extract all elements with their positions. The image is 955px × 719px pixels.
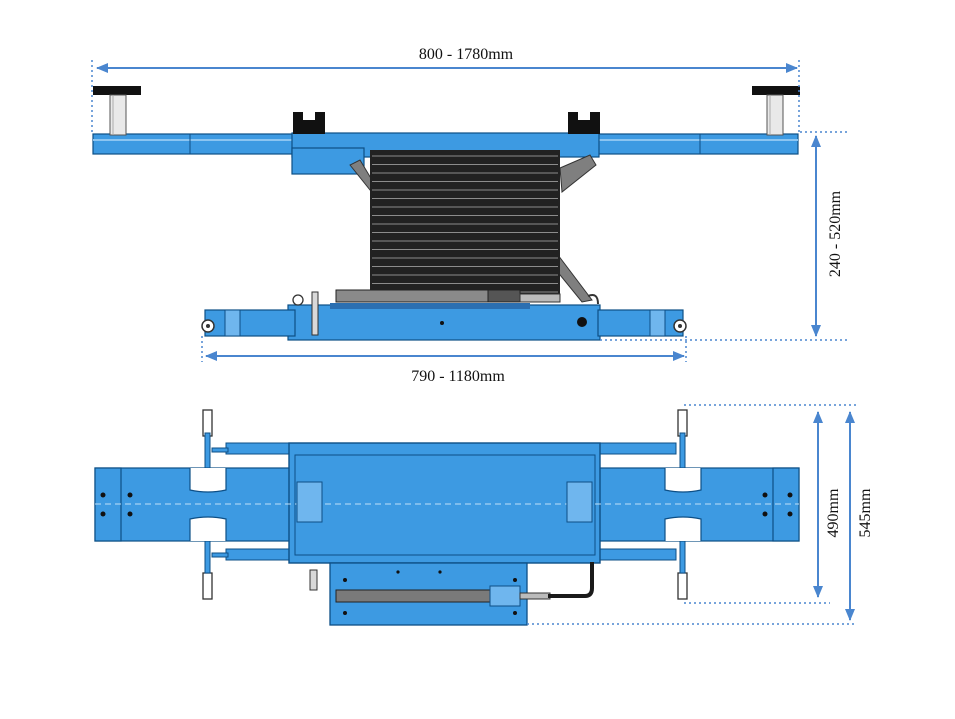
left-lift-pad [93, 86, 141, 136]
height-label: 240 - 520mm [827, 190, 844, 277]
pump-unit [309, 562, 594, 626]
pump-handle [311, 291, 319, 336]
outer-depth-label: 545mm [857, 488, 874, 537]
left-extension [94, 467, 292, 542]
right-arm [597, 133, 799, 155]
left-rubber-block [293, 112, 325, 134]
bolt-holes [100, 492, 793, 615]
right-lift-pad [752, 86, 800, 136]
inner-depth-label: 490mm [825, 488, 842, 537]
left-arm [92, 133, 294, 155]
base-frame [287, 304, 601, 341]
front-elevation: 800 - 1780mm 240 - 520mm 790 - 1180mm [91, 46, 848, 385]
arm-span-label: 800 - 1780mm [419, 46, 514, 63]
hydraulic-cylinder [330, 289, 561, 309]
hydraulic-hose [548, 562, 594, 598]
rubber-bellows [370, 150, 560, 300]
right-rubber-block [568, 112, 600, 134]
base-width-label: 790 - 1180mm [411, 368, 505, 385]
scissor-linkage-right [559, 154, 597, 193]
plan-view: 490mm 545mm [94, 404, 874, 626]
